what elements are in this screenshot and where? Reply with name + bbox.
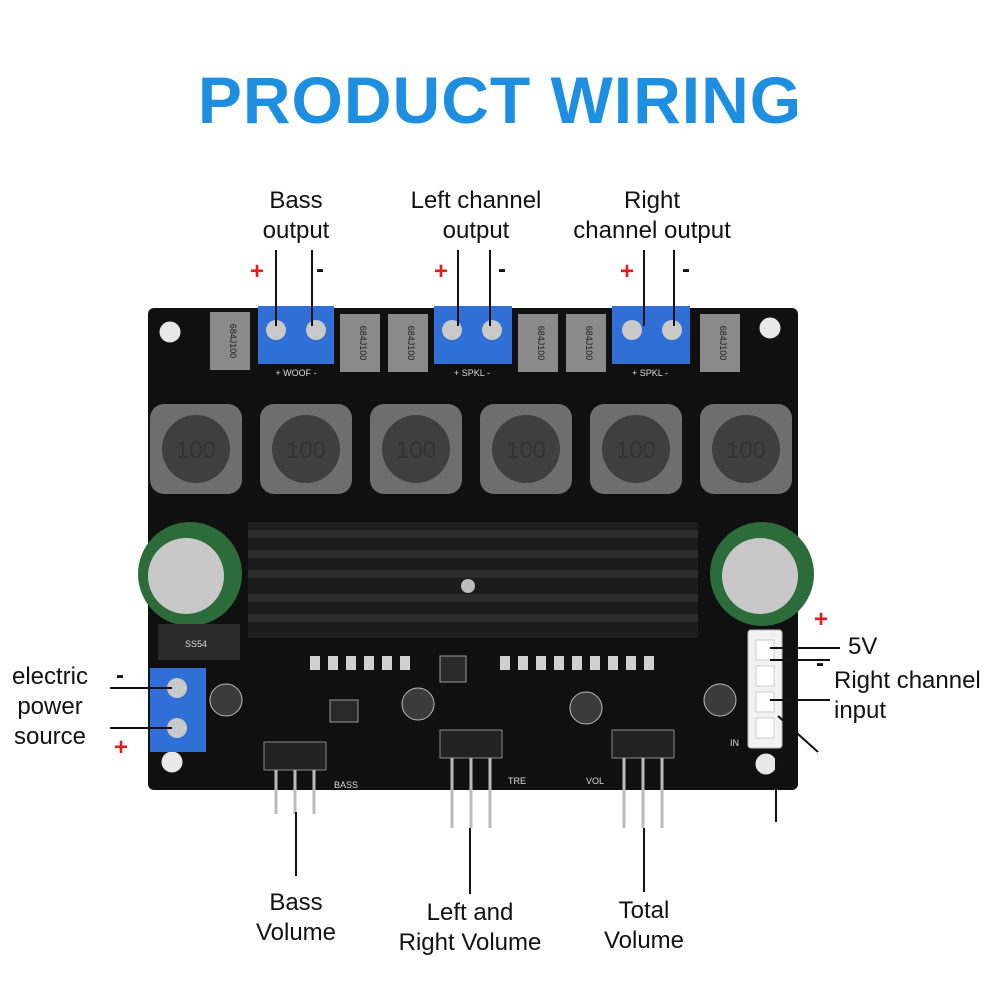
minus-sign: - — [316, 256, 324, 283]
silk-spkl-2: + SPKL - — [632, 368, 668, 378]
label-left-right-volume: Left and Right Volume — [398, 899, 542, 956]
silk-spkl-1: + SPKL - — [454, 368, 490, 378]
plus-sign: + — [434, 258, 449, 285]
inductors — [150, 404, 792, 494]
label-right-channel-input: Right channel input — [834, 667, 981, 724]
silk-bass: BASS — [334, 780, 358, 790]
silk-vol: VOL — [586, 776, 604, 786]
film-cap-code: 684J100 — [228, 324, 238, 359]
label-right-channel-output: Right channel output — [573, 187, 731, 244]
svg-text:100: 100 — [726, 437, 766, 464]
plus-sign: + — [250, 258, 265, 285]
minus-sign: - — [498, 256, 506, 283]
film-cap-code: 684J100 — [536, 326, 546, 361]
pin-header-bass — [263, 741, 327, 814]
label-total-volume: Total Volume — [603, 897, 685, 954]
svg-text:100: 100 — [176, 437, 216, 464]
inductor-codes: 100 100 100 100 100 100 — [176, 437, 766, 464]
smd-components — [310, 655, 654, 723]
small-capacitors — [209, 683, 737, 725]
svg-text:100: 100 — [286, 437, 326, 464]
power-terminal — [150, 668, 206, 752]
plus-sign: + — [114, 734, 129, 761]
minus-sign: - — [682, 256, 690, 283]
label-power-source: electric power source — [11, 663, 89, 750]
minus-sign: - — [816, 650, 824, 677]
diode — [158, 624, 240, 660]
film-cap-code: 684J100 — [406, 326, 416, 361]
plus-sign: + — [620, 258, 635, 285]
electrolytic-capacitors — [138, 522, 814, 626]
output-terminals — [258, 306, 690, 364]
silk-tre: TRE — [508, 776, 526, 786]
plus-sign: + — [814, 606, 829, 633]
label-bass-volume: Bass Volume — [255, 889, 337, 946]
pin-header-volume — [611, 729, 675, 828]
svg-text:100: 100 — [616, 437, 656, 464]
svg-text:100: 100 — [506, 437, 546, 464]
silk-ss54: SS54 — [185, 639, 207, 649]
label-left-channel-output: Left channel output — [410, 187, 542, 244]
heatsink — [248, 522, 698, 638]
mounting-holes — [156, 314, 784, 778]
minus-sign: - — [116, 662, 124, 689]
pin-header-treble — [439, 729, 503, 828]
svg-text:100: 100 — [396, 437, 436, 464]
film-capacitors — [210, 312, 740, 372]
film-cap-code: 684J100 — [584, 326, 594, 361]
silk-in: IN — [730, 738, 739, 748]
pointer-lines — [110, 250, 840, 894]
page-title: PRODUCT WIRING — [197, 63, 803, 137]
film-cap-code: 684J100 — [358, 326, 368, 361]
silk-woof: + WOOF - — [275, 368, 316, 378]
label-5v: 5V — [848, 633, 878, 660]
label-bass-output: Bass output — [262, 187, 330, 244]
film-cap-code: 684J100 — [718, 326, 728, 361]
